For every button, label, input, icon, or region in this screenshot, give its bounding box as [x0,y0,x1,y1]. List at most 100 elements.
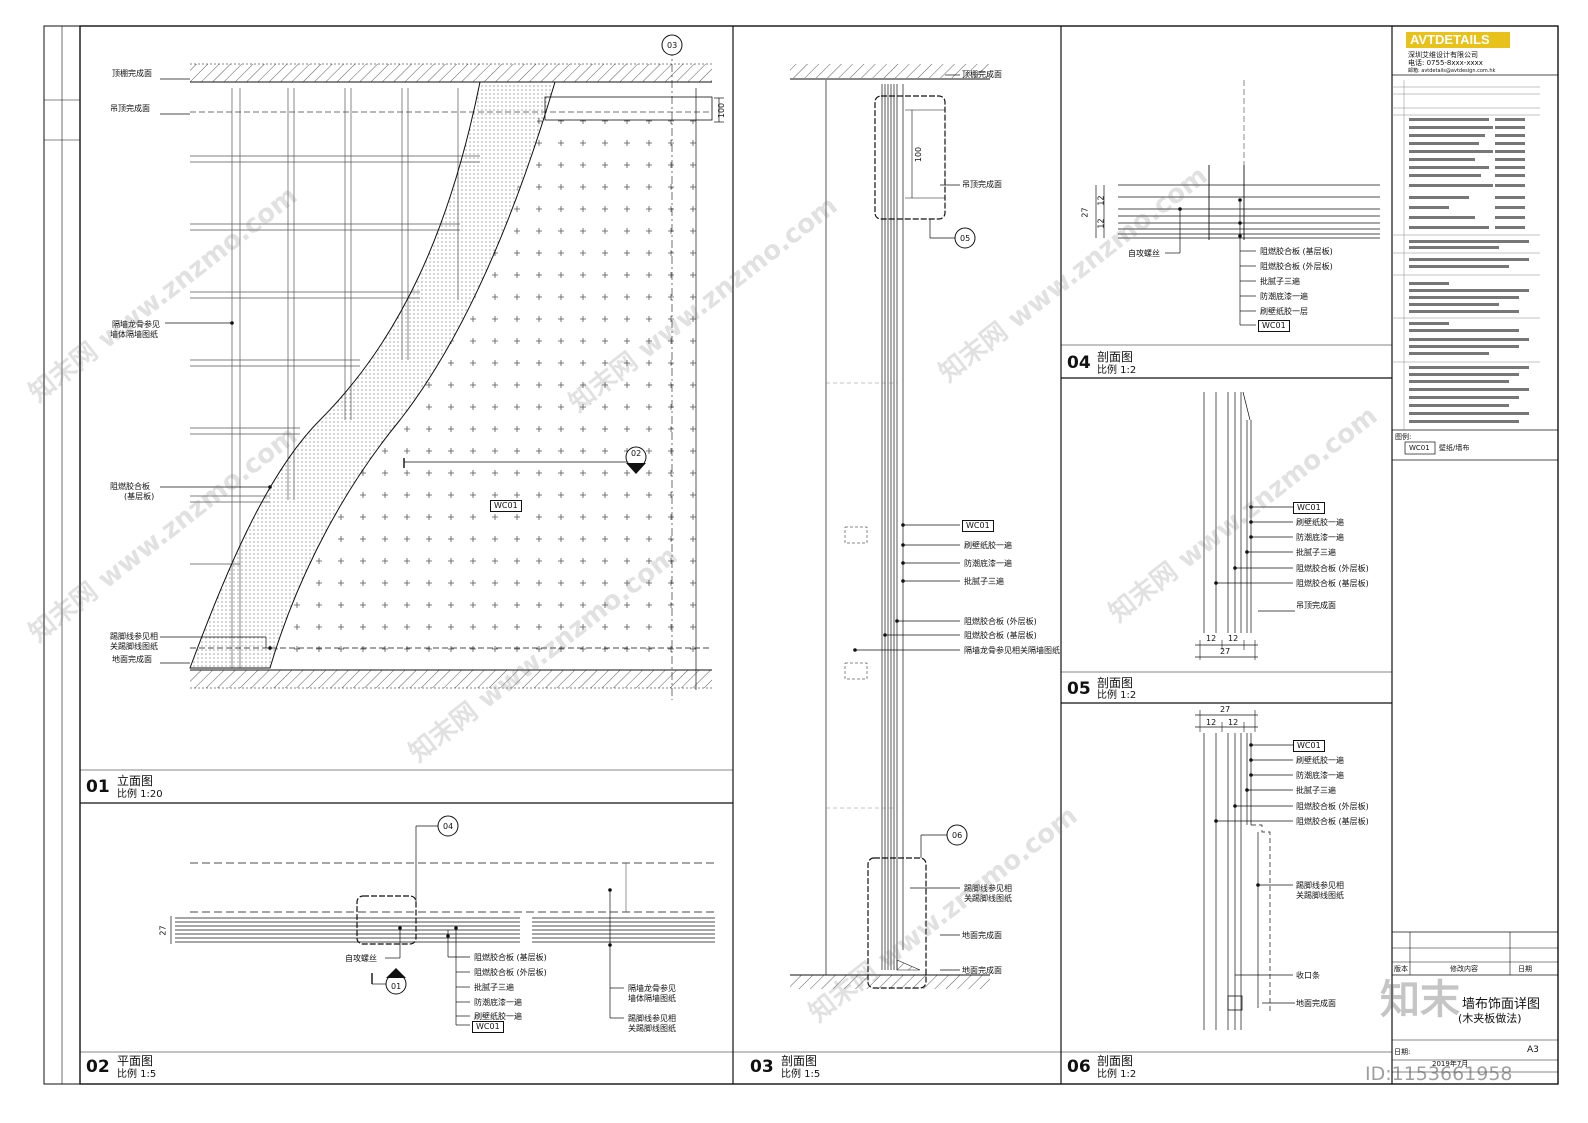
drawing-title: 墙布饰面详图 [1462,997,1541,1012]
label-s03-l5: 阻燃胶合板 (基层板) [964,631,1037,640]
label-s05-l3: 批腻子三遍 [1296,548,1336,557]
label-s05-l4: 阻燃胶合板 (外层板) [1296,564,1369,573]
material-tag-wc01-plan: WC01 [472,1021,504,1033]
view-number-03: 03 [750,1057,774,1077]
brand-mark: 知末 [1380,977,1460,1023]
dim-100-s03: 100 [914,146,924,163]
date-value: 2019年7月 [1432,1060,1469,1068]
material-tag-wc01-s06: WC01 [1293,740,1325,752]
view-name-01: 立面图 [117,774,154,788]
label-s03-l1: 刷壁纸胶一遍 [964,541,1012,550]
label-finished-ceiling: 顶棚完成面 [112,69,152,78]
label-s04-screw: 自攻螺丝 [1128,249,1160,258]
label-s06-l2: 防潮底漆一遍 [1296,771,1344,780]
label-s06-stop: 收口条 [1296,971,1320,980]
label-s06-s1: 踢脚线参见相 [1296,881,1344,890]
company-logo-text: AVTDETAILS [1410,32,1490,47]
label-s03-l3: 批腻子三遍 [964,577,1004,586]
label-plan-p5: 刷壁纸胶一遍 [474,1012,522,1021]
label-s05-l1: 刷壁纸胶一遍 [1296,518,1344,527]
dim-12a-s05: 12 [1206,634,1217,643]
dim-12b-s05: 12 [1228,634,1239,643]
label-s03-s1: 踢脚线参见相 [964,884,1012,893]
legend-label: 图例: [1395,433,1412,441]
label-plan-s2: 关踢脚线图纸 [628,1024,676,1033]
dim-27-s04: 27 [1080,207,1090,218]
label-s03-drop: 吊顶完成面 [962,180,1002,189]
label-skirting-1: 踢脚线参见相 [110,632,158,641]
company-phone: 电话: 0755-8xxx-xxxx [1408,59,1483,67]
legend-desc: 壁纸/墙布 [1439,444,1470,452]
label-plan-k2: 墙体隔墙图纸 [628,994,676,1003]
view-name-02: 平面图 [117,1054,154,1068]
label-s06-l4: 阻燃胶合板 (外层板) [1296,802,1369,811]
revision-date: 日期 [1518,965,1532,973]
view-number-04: 04 [1067,353,1091,373]
view-scale-05: 比例 1:2 [1097,690,1137,701]
label-s03-s2: 关踢脚线图纸 [964,894,1012,903]
label-s03-top: 顶棚完成面 [962,70,1002,79]
company-logo [1406,32,1510,48]
callout-03[interactable]: 03 [667,41,678,50]
label-s04-l1: 阻燃胶合板 (基层板) [1260,247,1333,256]
view-name-05: 剖面图 [1097,676,1134,690]
label-finished-floor: 地面完成面 [112,655,152,664]
view-name-03: 剖面图 [781,1054,818,1068]
dim-100: 100 [717,102,727,119]
sheet-size: A3 [1527,1045,1539,1055]
dim-12a-s06: 12 [1206,718,1217,727]
label-keel-1: 隔墙龙骨参见 [112,320,160,329]
label-panel-2: (基层板) [124,492,155,501]
callout-05[interactable]: 05 [960,234,971,243]
label-s06-floor: 地面完成面 [1296,999,1336,1008]
company-name: 深圳艾维设计有限公司 [1408,51,1478,59]
view-scale-04: 比例 1:2 [1097,365,1137,376]
view-name-04: 剖面图 [1097,350,1134,364]
drawing-subtitle: (木夹板做法) [1458,1012,1522,1025]
label-screw: 自攻螺丝 [345,954,377,963]
date-label: 日期: [1394,1048,1411,1056]
label-s06-l5: 阻燃胶合板 (基层板) [1296,817,1369,826]
label-s04-l3: 批腻子三遍 [1260,277,1300,286]
label-s05-drop: 吊顶完成面 [1296,601,1336,610]
callout-06[interactable]: 06 [952,831,963,840]
view-number-02: 02 [86,1057,110,1077]
material-tag-wc01-s05: WC01 [1293,502,1325,514]
view-name-06: 剖面图 [1097,1054,1134,1068]
label-s04-l4: 防潮底漆一遍 [1260,292,1308,301]
callout-04[interactable]: 04 [443,822,454,831]
view-number-05: 05 [1067,679,1091,699]
callout-01[interactable]: 01 [391,982,402,991]
label-keel-2: 墙体隔墙图纸 [110,330,158,339]
label-drop-ceiling: 吊顶完成面 [110,104,150,113]
reference-id: ID:1153661958 [1365,1063,1513,1085]
label-s05-l2: 防潮底漆一遍 [1296,533,1344,542]
legend-code: WC01 [1409,444,1430,452]
view-number-01: 01 [86,777,110,797]
label-s03-floor1: 地面完成面 [962,931,1002,940]
label-s05-l5: 阻燃胶合板 (基层板) [1296,579,1369,588]
dim-27-plan: 27 [158,925,168,936]
label-plan-s1: 踢脚线参见相 [628,1014,676,1023]
revision-desc: 修改内容 [1450,965,1478,973]
label-s06-l3: 批腻子三遍 [1296,786,1336,795]
callout-02[interactable]: 02 [631,449,642,458]
label-s03-floor2: 地面完成面 [962,966,1002,975]
view-scale-01: 比例 1:20 [117,789,163,800]
label-s04-l5: 刷壁纸胶一层 [1260,307,1308,316]
dim-12b-s06: 12 [1228,718,1239,727]
view-scale-02: 比例 1:5 [117,1069,157,1080]
label-plan-p3: 批腻子三遍 [474,983,514,992]
material-tag-wc01-s03: WC01 [962,520,994,532]
label-s03-l6: 隔墙龙骨参见相关隔墙图纸 [964,646,1060,655]
label-s04-l2: 阻燃胶合板 (外层板) [1260,262,1333,271]
view-scale-06: 比例 1:2 [1097,1069,1137,1080]
view-scale-03: 比例 1:5 [781,1069,821,1080]
view-number-06: 06 [1067,1057,1091,1077]
label-plan-p2: 阻燃胶合板 (外层板) [474,968,547,977]
company-email: 邮箱: avtdetails@avtdesign.com.hk [1408,68,1496,74]
label-plan-p1: 阻燃胶合板 (基层板) [474,953,547,962]
label-skirting-2: 关踢脚线图纸 [110,642,158,651]
dim-27-s06: 27 [1220,705,1231,714]
label-s06-l1: 刷壁纸胶一遍 [1296,756,1344,765]
